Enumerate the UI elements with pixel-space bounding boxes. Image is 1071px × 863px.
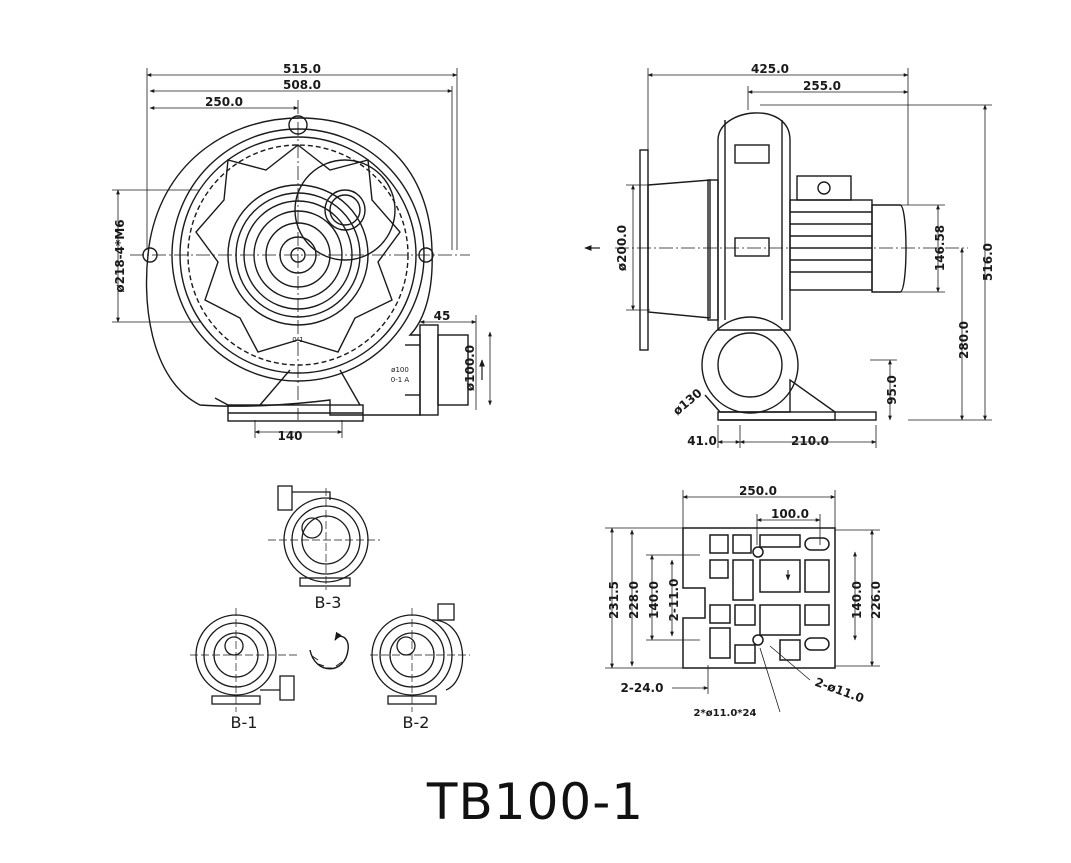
- dim-base-width: 140: [277, 429, 302, 443]
- orientation-labels: B-3 B-1 B-2: [231, 593, 430, 732]
- dim-half-width: 250.0: [205, 95, 243, 109]
- dim-front-offset: 41.0: [687, 434, 717, 448]
- dim-inlet-dia: ø200.0: [615, 225, 629, 271]
- front-dimension-lines: [112, 68, 492, 438]
- side-view: [584, 68, 992, 448]
- dim-hole-pitch-x: 100.0: [771, 507, 809, 521]
- dim-body-width: 508.0: [283, 78, 321, 92]
- dim-height: 516.0: [981, 243, 995, 281]
- dim-outlet-dia-side: ø130: [670, 386, 705, 418]
- dim-overall-width: 515.0: [283, 62, 321, 76]
- dim-base-length: 210.0: [791, 434, 829, 448]
- dim-bolt-circle: ø218-4*M6: [113, 219, 127, 292]
- dim-total-height: 231.5: [607, 581, 621, 619]
- dim-center-note: 0-1: [292, 336, 303, 344]
- orientation-views: [190, 485, 470, 712]
- label-b2: B-2: [403, 713, 430, 732]
- dim-right-pitch: 140.0: [850, 581, 864, 619]
- base-plate-outline: [682, 527, 836, 669]
- orientation-b2: [370, 603, 470, 712]
- rotation-arrow-icon: [309, 631, 349, 670]
- dim-motor-length: 255.0: [803, 79, 841, 93]
- base-plate-view: [605, 490, 880, 713]
- dim-motor-dia: 146.58: [933, 225, 947, 271]
- dim-plate-width: 250.0: [739, 484, 777, 498]
- orientation-b3: [268, 485, 380, 590]
- dim-outlet-note: 0-1 A: [391, 376, 410, 384]
- label-b3: B-3: [315, 593, 342, 612]
- dim-hole-b: 2-ø11.0: [813, 675, 866, 706]
- dim-slot-b: 2-24.0: [621, 681, 664, 695]
- dim-center-height: 280.0: [957, 321, 971, 359]
- side-dimension-lines: [615, 68, 992, 448]
- dim-slot-note: 2*ø11.0*24: [694, 708, 757, 719]
- model-title: TB100-1: [426, 773, 645, 831]
- front-view: [112, 68, 492, 438]
- dim-outlet-height: 95.0: [885, 375, 899, 405]
- front-casing: [142, 115, 469, 422]
- dim-slot-a: 2-11.0: [667, 579, 681, 622]
- side-body: [639, 112, 907, 421]
- label-b1: B-1: [231, 713, 258, 732]
- orientation-b1: [190, 608, 300, 712]
- dim-height-a: 228.0: [627, 581, 641, 619]
- dim-right-height: 226.0: [869, 581, 883, 619]
- front-dimension-text: 515.0 508.0 250.0 ø218-4*M6 45 ø100.0 ø1…: [113, 62, 477, 443]
- dim-height-b: 140.0: [647, 581, 661, 619]
- dim-outlet-offset: 45: [434, 309, 451, 323]
- dim-overall-length: 425.0: [751, 62, 789, 76]
- base-dimension-lines: [605, 490, 880, 713]
- dim-outlet-dia: ø100.0: [463, 345, 477, 391]
- dim-outlet-inner: ø100: [391, 366, 409, 374]
- base-dimension-text: 250.0 100.0 231.5 228.0 140.0 2-11.0 226…: [607, 484, 883, 719]
